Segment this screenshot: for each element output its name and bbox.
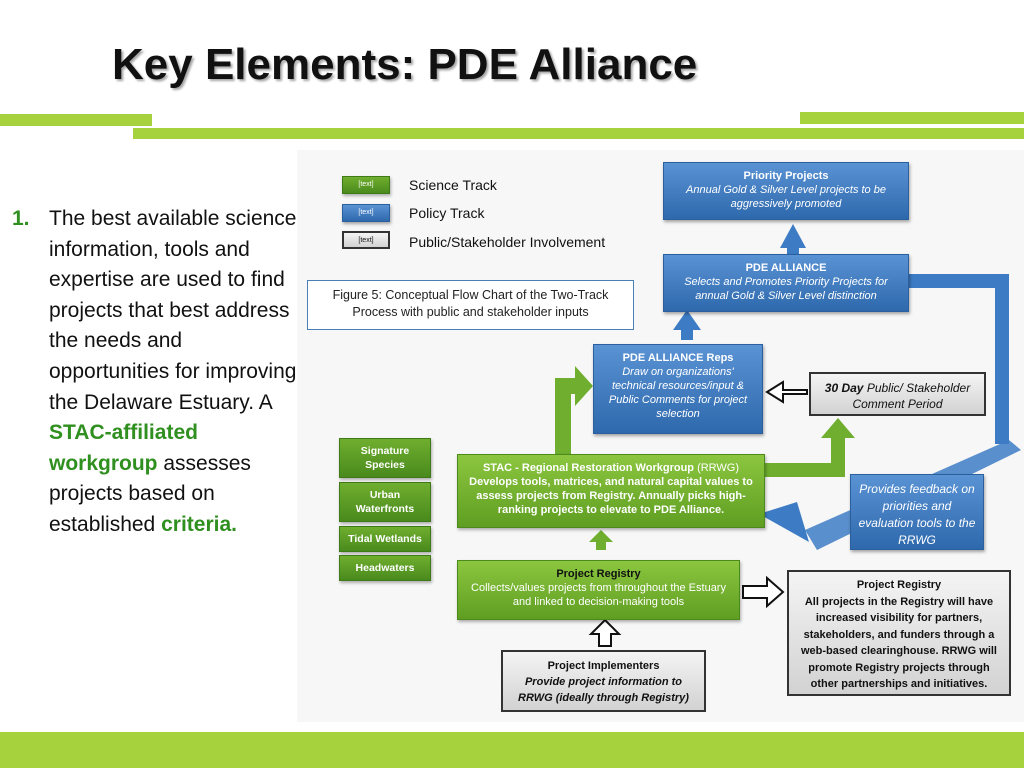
flow-chart: [text] Science Track [text] Policy Track… — [297, 150, 1024, 722]
side-box-tidal-wetlands: Tidal Wetlands — [339, 526, 431, 552]
figure-caption: Figure 5: Conceptual Flow Chart of the T… — [307, 280, 634, 330]
up-arrow-reps — [673, 310, 701, 340]
registry-note-text: All projects in the Registry will have i… — [800, 595, 997, 691]
page-title: Key Elements: PDE Alliance — [112, 40, 698, 89]
alliance-title: PDE ALLIANCE — [745, 262, 827, 274]
outline-arrow-implementers — [588, 618, 622, 647]
legend-label-public: Public/Stakeholder Involvement — [409, 234, 606, 250]
body-text-part1: The best available science information, … — [49, 207, 297, 414]
comment-text: Public/ Stakeholder Comment Period — [852, 381, 971, 411]
up-arrow-alliance — [780, 224, 806, 254]
implementers-box: Project Implementers Provide project inf… — [501, 650, 706, 712]
side-box-urban-waterfronts: Urban Waterfronts — [339, 482, 431, 522]
blue-feedback-arrow — [909, 274, 1009, 444]
caption-line-1: Figure 5: Conceptual Flow Chart of the T… — [332, 288, 609, 302]
pde-alliance-box: PDE ALLIANCE Selects and Promotes Priori… — [663, 254, 909, 312]
green-arrow-to-comment — [765, 418, 855, 477]
side-box-label: Signature Species — [360, 445, 410, 471]
registry-note-title: Project Registry — [856, 579, 942, 591]
body-highlight-workgroup: STAC-affiliated workgroup — [49, 421, 198, 475]
priority-title: Priority Projects — [743, 170, 829, 182]
bottom-band — [0, 732, 1024, 768]
legend-label-policy: Policy Track — [409, 205, 485, 221]
caption-line-2: Process with public and stakeholder inpu… — [352, 305, 589, 319]
top-divider-left — [0, 114, 152, 126]
comment-period-box: 30 Day Public/ Stakeholder Comment Perio… — [809, 372, 986, 416]
top-divider-right — [800, 112, 1024, 124]
priority-text: Annual Gold & Silver Level projects to b… — [686, 184, 886, 210]
comment-bold: 30 Day — [824, 381, 864, 395]
legend-chip-public: [text] — [342, 231, 390, 249]
stac-rrwg-box: STAC - Regional Restoration Workgroup (R… — [457, 454, 765, 528]
body-highlight-criteria: criteria. — [161, 512, 237, 536]
legend-label-science: Science Track — [409, 177, 497, 193]
outline-arrow-registry — [742, 575, 785, 609]
list-number: 1. — [12, 207, 30, 230]
side-box-label: Headwaters — [355, 562, 415, 574]
body-text: 1. The best available science informatio… — [12, 204, 297, 541]
blue-feedback-head — [759, 502, 809, 542]
legend-chip-policy: [text] — [342, 204, 390, 222]
legend-chip-science: [text] — [342, 176, 390, 194]
implementers-text: Provide project information to RRWG (ide… — [518, 676, 689, 704]
implementers-title: Project Implementers — [547, 660, 660, 672]
stac-abbr: (RRWG) — [694, 462, 740, 474]
priority-projects-box: Priority Projects Annual Gold & Silver L… — [663, 162, 909, 220]
side-box-label: Tidal Wetlands — [348, 533, 422, 545]
reps-title: PDE ALLIANCE Reps — [622, 352, 734, 364]
side-box-signature-species: Signature Species — [339, 438, 431, 478]
registry-note-box: Project Registry All projects in the Reg… — [787, 570, 1011, 696]
feedback-box: Provides feedback on priorities and eval… — [850, 474, 984, 550]
body-text-part2: assesses projects based on established — [49, 451, 251, 536]
outline-arrow-comment — [765, 380, 808, 404]
top-divider-main — [133, 128, 1024, 139]
stac-heading: STAC - Regional Restoration Workgroup (R… — [458, 461, 764, 475]
project-registry-box: Project Registry Collects/values project… — [457, 560, 740, 620]
reps-text: Draw on organizations' technical resourc… — [608, 366, 748, 420]
registry-text: Collects/values projects from throughout… — [471, 582, 726, 608]
feedback-text: Provides feedback on priorities and eval… — [858, 482, 976, 547]
green-bend-arrow — [555, 366, 593, 455]
up-arrow-stac — [589, 530, 613, 550]
registry-title: Project Registry — [556, 568, 641, 580]
stac-title: STAC - Regional Restoration Workgroup — [482, 462, 695, 474]
side-box-headwaters: Headwaters — [339, 555, 431, 581]
side-box-label: Urban Waterfronts — [355, 489, 415, 515]
alliance-reps-box: PDE ALLIANCE Reps Draw on organizations'… — [593, 344, 763, 434]
stac-text: Develops tools, matrices, and natural ca… — [469, 476, 753, 516]
alliance-text: Selects and Promotes Priority Projects f… — [684, 276, 888, 302]
